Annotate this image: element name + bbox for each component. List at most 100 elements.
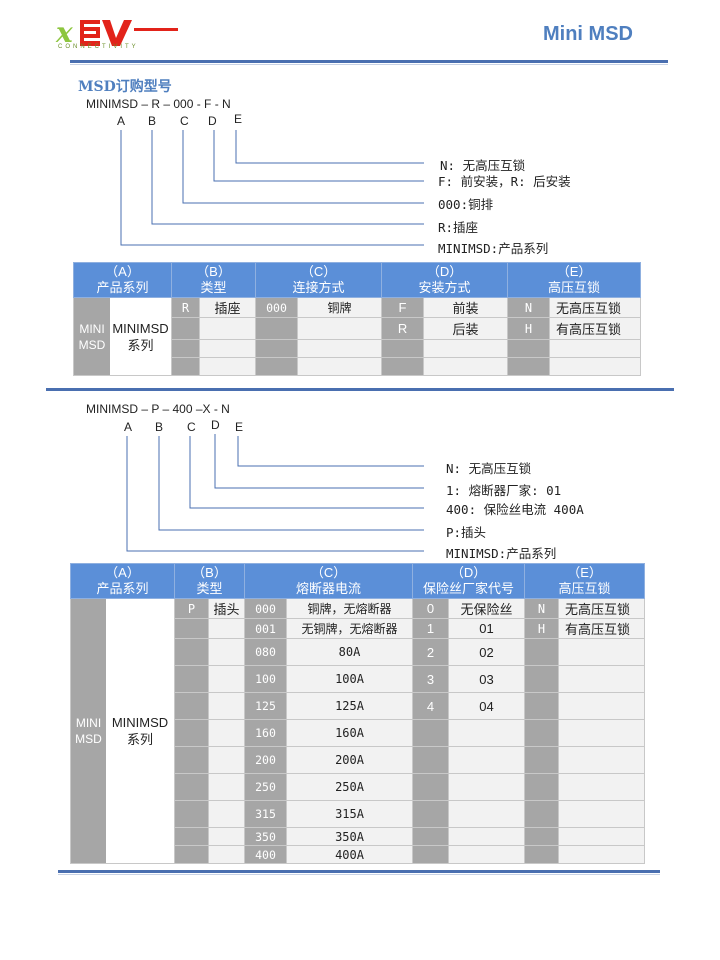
type-code: [171, 317, 200, 340]
interlock-code: [524, 773, 560, 801]
mount-code: 0: [412, 598, 450, 619]
code2-letter-c: C: [187, 420, 196, 434]
type-code: [174, 665, 209, 693]
connection-code: 315: [244, 800, 288, 828]
type-code: R: [171, 297, 200, 318]
leader2-e: [237, 436, 424, 467]
table1-header-row: （A）产品系列 （B）类型 （C）连接方式 （D）安装方式 （E）高压互锁: [73, 262, 642, 298]
page-title: Mini MSD: [543, 23, 633, 45]
connection-name: [297, 339, 383, 358]
spec-table-2: （A）产品系列 （B）类型 （C）熔断器电流 （D）保险丝厂家代号 （E）高压互…: [70, 563, 646, 864]
header-divider: [70, 60, 668, 63]
connection-name: 350A: [286, 827, 414, 846]
series-name: MINIMSD 系列: [110, 298, 171, 375]
leader-e: [235, 130, 424, 164]
interlock-name: [558, 692, 646, 720]
code2-letter-b: B: [155, 420, 164, 434]
leader-c: [182, 130, 424, 204]
section-divider: [46, 388, 674, 391]
model-code-2: MINIMSD – P – 400 –X - N: [86, 402, 230, 416]
type-name: [198, 317, 257, 340]
type-code: P: [174, 598, 209, 619]
table1-header-e: （E）高压互锁: [507, 262, 642, 298]
mount-code: 2: [412, 638, 450, 666]
type-name: [207, 692, 246, 720]
mount-name: [448, 845, 526, 864]
connection-name: [297, 317, 383, 340]
interlock-code: N: [524, 598, 560, 619]
interlock-code: [524, 665, 560, 693]
mount-name: 01: [448, 618, 526, 639]
table-row: [74, 339, 642, 358]
connection-code: [255, 339, 299, 358]
mount-code: F: [381, 297, 425, 318]
svg-text:x: x: [55, 16, 73, 49]
type-code: [174, 719, 209, 747]
mount-code: 3: [412, 665, 450, 693]
legend-c: 000:铜排: [438, 197, 494, 212]
connection-code: 100: [244, 665, 288, 693]
interlock-name: [558, 800, 646, 828]
code2-letter-a: A: [124, 420, 133, 434]
legend-d: F: 前安装，R: 后安装: [438, 174, 571, 189]
connection-code: [255, 317, 299, 340]
type-name: 插头: [207, 598, 246, 619]
xev-logo: x: [55, 16, 178, 49]
series-code: MINI MSD: [74, 298, 110, 375]
type-name: [207, 827, 246, 846]
type-name: 插座: [198, 297, 257, 318]
type-name: [207, 719, 246, 747]
mount-name: [448, 746, 526, 774]
interlock-code: [524, 692, 560, 720]
connection-code: 001: [244, 618, 288, 639]
interlock-name: [558, 845, 646, 864]
mount-code: [412, 746, 450, 774]
type-name: [207, 638, 246, 666]
table1-header-d: （D）安装方式: [381, 262, 509, 298]
series-name: MINIMSD 系列: [106, 599, 174, 863]
header-divider-shadow: [70, 64, 668, 65]
mount-code: [412, 800, 450, 828]
connection-code: 000: [255, 297, 299, 318]
table2-header-e: （E）高压互锁: [524, 563, 646, 599]
mount-name: [423, 339, 509, 358]
table1-header-c: （C）连接方式: [255, 262, 383, 298]
mount-code: [412, 845, 450, 864]
legend2-d: 1: 熔断器厂家: 01: [446, 483, 562, 498]
connection-name: 315A: [286, 800, 414, 828]
connection-code: [255, 357, 299, 376]
interlock-name: 无高压互锁: [558, 598, 646, 619]
type-code: [174, 827, 209, 846]
code2-letter-e: E: [235, 420, 244, 434]
table-row: [74, 357, 642, 376]
mount-name: 无保险丝: [448, 598, 526, 619]
mount-code: [412, 719, 450, 747]
mount-code: [412, 827, 450, 846]
mount-name: 02: [448, 638, 526, 666]
mount-code: 1: [412, 618, 450, 639]
legend-a: MINIMSD:产品系列: [438, 241, 549, 256]
connection-name: 铜牌: [297, 297, 383, 318]
spec-table-1: （A）产品系列 （B）类型 （C）连接方式 （D）安装方式 （E）高压互锁 MI…: [73, 262, 642, 376]
legend-b: R:插座: [438, 220, 479, 235]
mount-code: [412, 773, 450, 801]
connection-code: 200: [244, 746, 288, 774]
interlock-name: [558, 638, 646, 666]
mount-code: 4: [412, 692, 450, 720]
mount-name: 03: [448, 665, 526, 693]
connection-name: 400A: [286, 845, 414, 864]
type-code: [174, 638, 209, 666]
interlock-code: [507, 357, 551, 376]
connection-code: 400: [244, 845, 288, 864]
series-code: MINI MSD: [71, 599, 106, 863]
code-letter-e: E: [234, 112, 243, 126]
